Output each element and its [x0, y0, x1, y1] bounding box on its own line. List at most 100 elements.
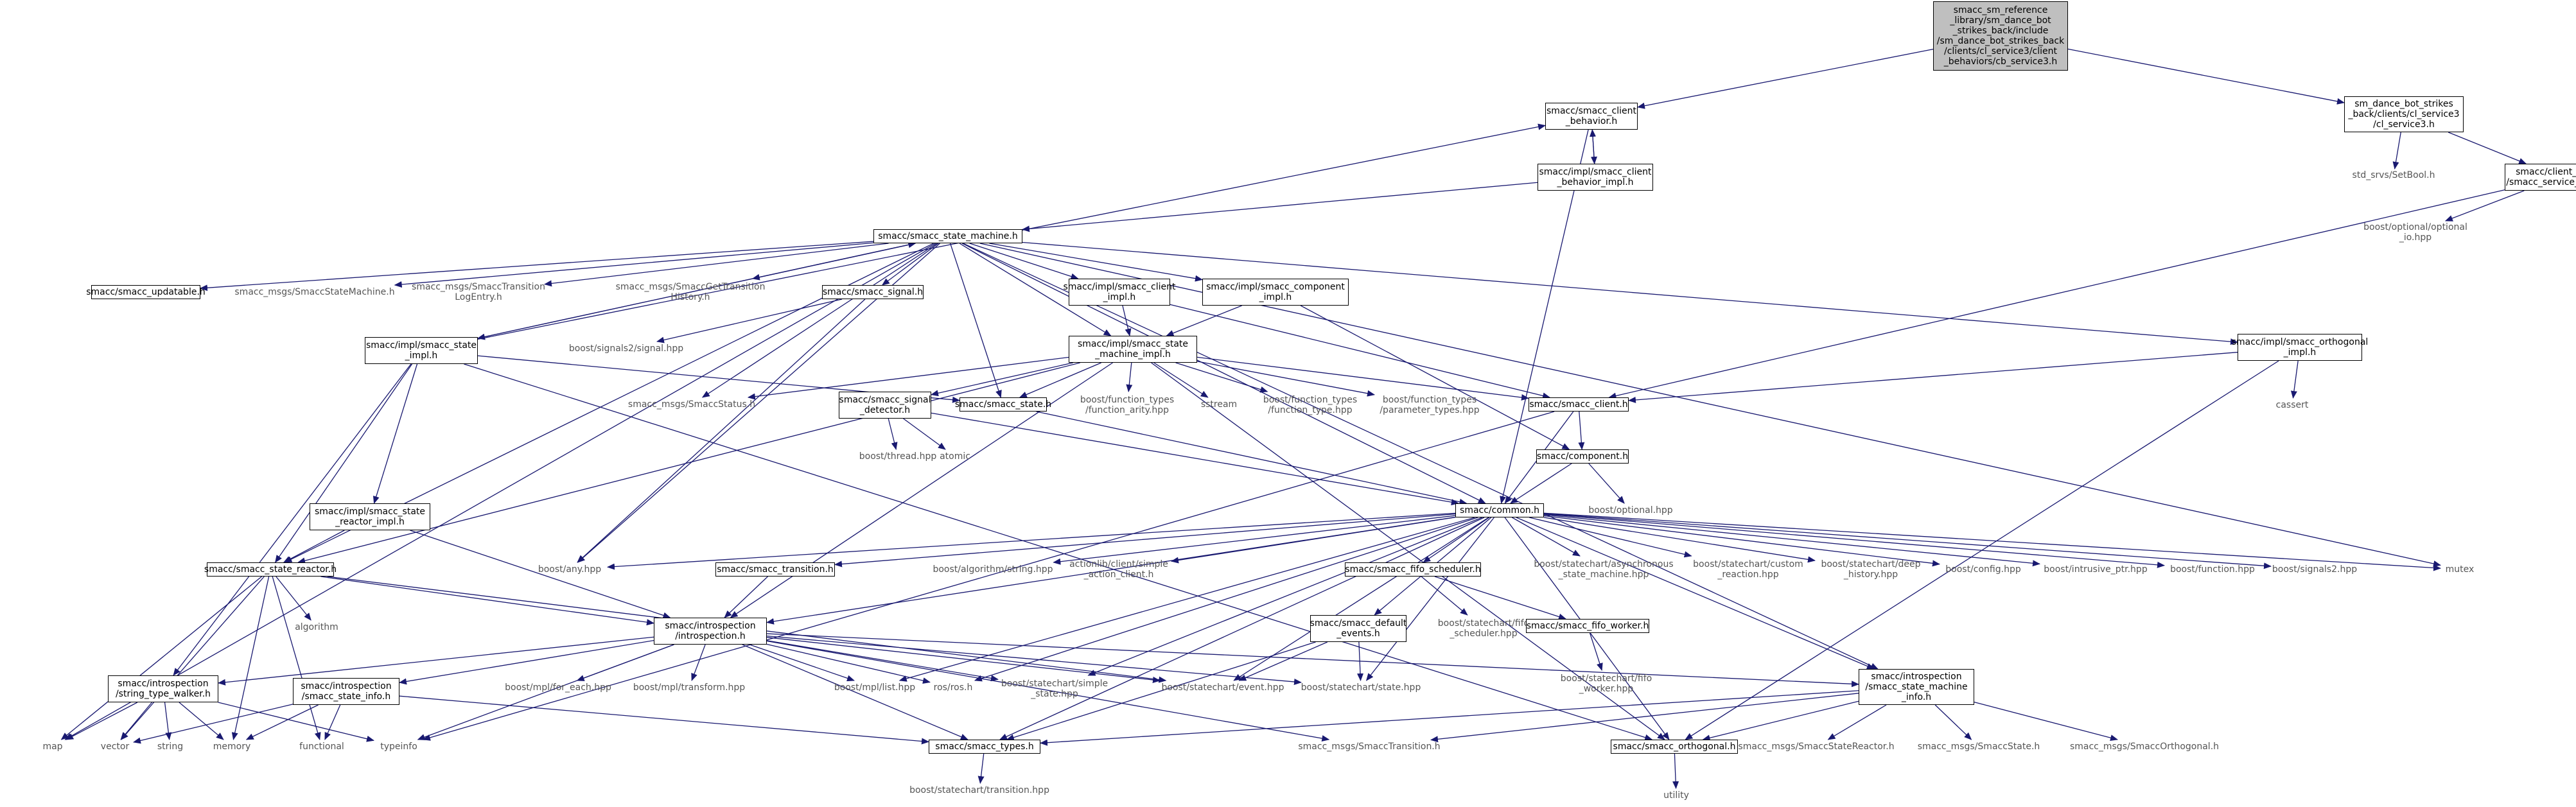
node-label-line: boost/function.hpp — [2170, 564, 2255, 575]
node-common[interactable]: smacc/common.h — [1455, 503, 1544, 517]
node-label-line: _impl.h — [405, 351, 438, 361]
node-label-line: cassert — [2275, 400, 2309, 410]
node-ros: ros/ros.h — [930, 681, 976, 695]
node-updatable[interactable]: smacc/smacc_updatable.h — [86, 285, 206, 299]
edge-sm_impl-to-orthogonal — [1151, 362, 1665, 740]
edge-client_impl-to-client — [1170, 304, 1551, 399]
node-actionlib: actionlib/client/simple_action_client.h — [1066, 556, 1171, 583]
node-label-line: _machine_impl.h — [1095, 349, 1171, 360]
node-cl-service3[interactable]: sm_dance_bot_strikes_back/clients/cl_ser… — [2344, 96, 2464, 132]
edge-state_info-to-types — [399, 695, 929, 745]
node-label-line: sstream — [1200, 399, 1238, 410]
edge-common-to-sc_custom — [1529, 517, 1692, 558]
edge-string_type_walker-to-typeinfo — [218, 702, 374, 742]
edge-sm_impl-to-ft_param — [1196, 361, 1375, 397]
node-state-info[interactable]: smacc/introspection/smacc_state_info.h — [293, 678, 399, 705]
node-sc-fifo-sched: boost/statechart/fifo_scheduler.hpp — [1428, 615, 1539, 642]
edge-types-to-sc_transition — [977, 753, 985, 784]
node-sm-info[interactable]: smacc/introspection/smacc_state_machine_… — [1859, 669, 1974, 705]
node-signal-detector[interactable]: smacc/smacc_signal_detector.h — [839, 392, 931, 419]
node-label-line: boost/signals2/signal.hpp — [568, 343, 684, 354]
edge-root-to-cl_service3 — [2067, 48, 2345, 105]
edge-sm_info-to-orthogonal — [1702, 700, 1859, 742]
node-root[interactable]: smacc_sm_reference_library/sm_dance_bot_… — [1933, 1, 2068, 71]
node-label-line: boost/any.hpp — [538, 564, 602, 575]
edge-common-to-types — [999, 517, 1485, 740]
node-component[interactable]: smacc/component.h — [1536, 449, 1629, 464]
node-sm-impl[interactable]: smacc/impl/smacc_state_machine_impl.h — [1069, 336, 1197, 363]
node-label-line: boost/mpl/transform.hpp — [633, 682, 746, 693]
node-client-impl[interactable]: smacc/impl/smacc_client_impl.h — [1064, 279, 1176, 306]
edge-introspection-to-state_info — [399, 639, 654, 685]
node-label-line: smacc_sm_reference — [1953, 5, 2048, 15]
node-fifo-worker[interactable]: smacc/smacc_fifo_worker.h — [1526, 619, 1649, 633]
node-sc-state: boost/statechart/state.hpp — [1301, 681, 1421, 695]
node-label-line: smacc/introspection — [118, 679, 209, 689]
node-label-line: _state_machine.hpp — [1558, 569, 1649, 580]
edge-client_behavior_impl-to-state_machine — [1022, 182, 1538, 232]
edge-state_machine-to-sm_info — [963, 243, 1879, 670]
edge-signal-to-boost_any — [577, 299, 866, 563]
edge-cl_service3-to-service_client — [2448, 132, 2527, 164]
node-signals2: boost/signals2.hpp — [2271, 562, 2358, 577]
node-label-line: smacc/impl/smacc_client — [1063, 282, 1176, 292]
node-label-line: _action_client.h — [1083, 569, 1154, 580]
node-orthogonal[interactable]: smacc/smacc_orthogonal.h — [1611, 740, 1738, 754]
edge-common-to-sc_state — [1365, 517, 1494, 681]
edge-fifo_scheduler-to-fifo_worker — [1434, 576, 1566, 620]
node-label-line: smacc/impl/smacc_component — [1206, 282, 1345, 292]
edge-state_info-to-vector — [133, 704, 294, 744]
edge-common-to-transition — [834, 513, 1456, 568]
node-reactor-impl[interactable]: smacc/impl/smacc_state_reactor_impl.h — [310, 503, 430, 530]
edge-service_client-to-client — [1608, 189, 2505, 399]
node-label-line: smacc_msgs/SmaccOrthogonal.h — [2069, 742, 2220, 752]
edge-introspection-to-mpl_list — [749, 644, 855, 682]
node-atomic: atomic — [933, 449, 977, 464]
node-introspection[interactable]: smacc/introspection/introspection.h — [654, 618, 767, 645]
node-transition[interactable]: smacc/smacc_transition.h — [715, 562, 835, 577]
node-label-line: LogEntry.h — [455, 292, 502, 302]
node-signal[interactable]: smacc/smacc_signal.h — [822, 285, 924, 299]
node-sc-deep: boost/statechart/deep_history.hpp — [1815, 556, 1927, 583]
node-setbool: std_srvs/SetBool.h — [2353, 169, 2435, 182]
node-label-line: smacc/common.h — [1460, 505, 1539, 516]
edge-common-to-sc_simple — [1087, 517, 1482, 676]
node-msg-orthogonal: smacc_msgs/SmaccOrthogonal.h — [2070, 740, 2219, 754]
edge-state_reactor-to-map — [60, 576, 262, 740]
edge-sm_impl-to-signal_detector — [931, 362, 1073, 397]
node-label-line: _back/clients/cl_service3 — [2348, 109, 2460, 119]
node-sc-event: boost/statechart/event.hpp — [1160, 681, 1286, 695]
node-label-line: _reaction.hpp — [1717, 569, 1779, 580]
node-state-machine[interactable]: smacc/smacc_state_machine.h — [873, 229, 1022, 243]
node-service-client[interactable]: smacc/client_bases/smacc_service_client.… — [2505, 164, 2576, 191]
node-default-events[interactable]: smacc/smacc_default_events.h — [1310, 615, 1406, 642]
node-orthogonal-impl[interactable]: smacc/impl/smacc_orthogonal_impl.h — [2232, 334, 2368, 361]
node-label-line: _detector.h — [859, 405, 911, 415]
edge-string_type_walker-to-memory — [179, 702, 224, 740]
node-sc-fifo-worker: boost/statechart/fifo_worker.hpp — [1557, 670, 1656, 697]
node-client-behavior-impl[interactable]: smacc/impl/smacc_client_behavior_impl.h — [1538, 164, 1653, 191]
node-label-line: /smacc_service_client.h — [2506, 177, 2576, 187]
node-label-line: smacc_msgs/SmaccGetTransition — [615, 282, 766, 292]
node-label-line: _strikes_back/include — [1952, 26, 2049, 36]
node-label-line: _info.h — [1901, 692, 1932, 702]
node-string: string — [152, 740, 189, 754]
edge-orthogonal_impl-to-cassert — [2290, 360, 2299, 399]
node-state-reactor[interactable]: smacc/smacc_state_reactor.h — [204, 562, 337, 577]
node-string-type-walker[interactable]: smacc/introspection/string_type_walker.h — [108, 675, 218, 702]
node-component-impl[interactable]: smacc/impl/smacc_component_impl.h — [1202, 279, 1349, 306]
node-label-line: smacc/impl/smacc_orthogonal — [2231, 337, 2369, 347]
node-client-behavior[interactable]: smacc/smacc_client_behavior.h — [1545, 103, 1638, 130]
node-client[interactable]: smacc/smacc_client.h — [1529, 397, 1629, 412]
node-types[interactable]: smacc/smacc_types.h — [929, 740, 1040, 754]
node-state-impl[interactable]: smacc/impl/smacc_state_impl.h — [365, 337, 478, 364]
edge-state_machine-to-msg_statemachine — [394, 242, 874, 288]
edge-common-to-fifo_scheduler — [1423, 517, 1490, 563]
node-label-line: boost/signals2.hpp — [2272, 564, 2358, 575]
node-fifo-scheduler[interactable]: smacc/smacc_fifo_scheduler.h — [1345, 562, 1481, 577]
node-label-line: _impl.h — [1259, 292, 1292, 302]
edge-sm_impl-to-ft_type — [1175, 362, 1268, 393]
node-state[interactable]: smacc/smacc_state.h — [955, 397, 1051, 412]
edge-introspection-to-sm_info — [766, 633, 1859, 688]
